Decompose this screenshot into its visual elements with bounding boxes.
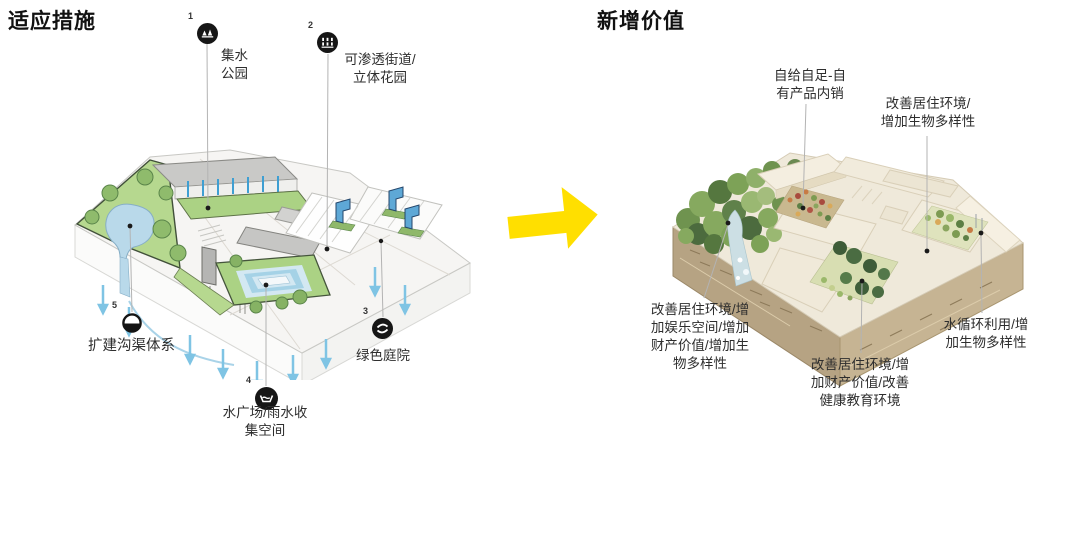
- label-water-collection-park: 集水 公园: [221, 48, 248, 82]
- rain-park-icon: [201, 29, 214, 38]
- park-trees: [84, 168, 187, 262]
- water-curtains: [187, 176, 279, 197]
- water-plaza: [173, 254, 331, 316]
- east-rowhouses: [285, 186, 443, 254]
- green-courtyard-icon: [376, 323, 389, 334]
- right-panel-title: 新增价值: [597, 10, 685, 33]
- label-canal-expansion: 扩建沟渠体系: [88, 338, 175, 354]
- marker-1-number: 1: [188, 11, 194, 21]
- transform-arrow: [507, 187, 598, 249]
- marker-4: 4: [246, 375, 278, 410]
- label-permeable-street: 可渗透街道/ 立体花园: [344, 52, 416, 86]
- earth-striations: [679, 257, 1001, 367]
- plaza-trees: [229, 254, 308, 314]
- waterfall: [727, 209, 753, 287]
- east-garden: [911, 205, 989, 251]
- label-self-sufficiency: 自给自足-自 有产品内销: [774, 68, 846, 102]
- label-center-benefits: 改善居住环境/增 加财产价值/改善 健康教育环境: [810, 357, 910, 409]
- canal-line: [128, 300, 235, 366]
- left-panel-title: 适应措施: [8, 10, 96, 33]
- label-water-plaza: 水广场/雨水收 集空间: [222, 405, 308, 439]
- marker-2: 2: [308, 20, 338, 53]
- infiltration-arrows: [96, 267, 412, 380]
- leader-dots: [127, 205, 984, 288]
- marker-4-number: 4: [246, 375, 252, 385]
- marker-5: 5: [112, 300, 143, 334]
- central-courtyard-garden: [809, 241, 899, 305]
- label-green-courtyard: 绿色庭院: [356, 348, 410, 363]
- rooftop-garden: [775, 185, 845, 229]
- water-plaza-icon: [259, 395, 274, 403]
- permeable-street-icon: [321, 37, 334, 48]
- canal-expansion-icon: [122, 313, 142, 333]
- marker-5-number: 5: [112, 300, 118, 310]
- stream: [119, 256, 131, 298]
- label-water-reuse: 水循环利用/增 加生物多样性: [943, 317, 1029, 351]
- north-building: [151, 156, 313, 220]
- marker-3: 3: [363, 306, 393, 339]
- marker-2-number: 2: [308, 20, 314, 30]
- label-biodiversity-north: 改善居住环境/ 增加生物多样性: [880, 96, 976, 130]
- marker-3-number: 3: [363, 306, 369, 316]
- west-forest: [676, 159, 803, 254]
- earth-texture: [689, 249, 993, 367]
- marker-1: 1: [188, 11, 218, 44]
- vertical-garden-structures: [328, 186, 425, 238]
- value-site-illustration: [672, 152, 1024, 387]
- label-west-benefits: 改善居住环境/增 加娱乐空间/增加 财产价值/增加生 物多样性: [650, 302, 750, 372]
